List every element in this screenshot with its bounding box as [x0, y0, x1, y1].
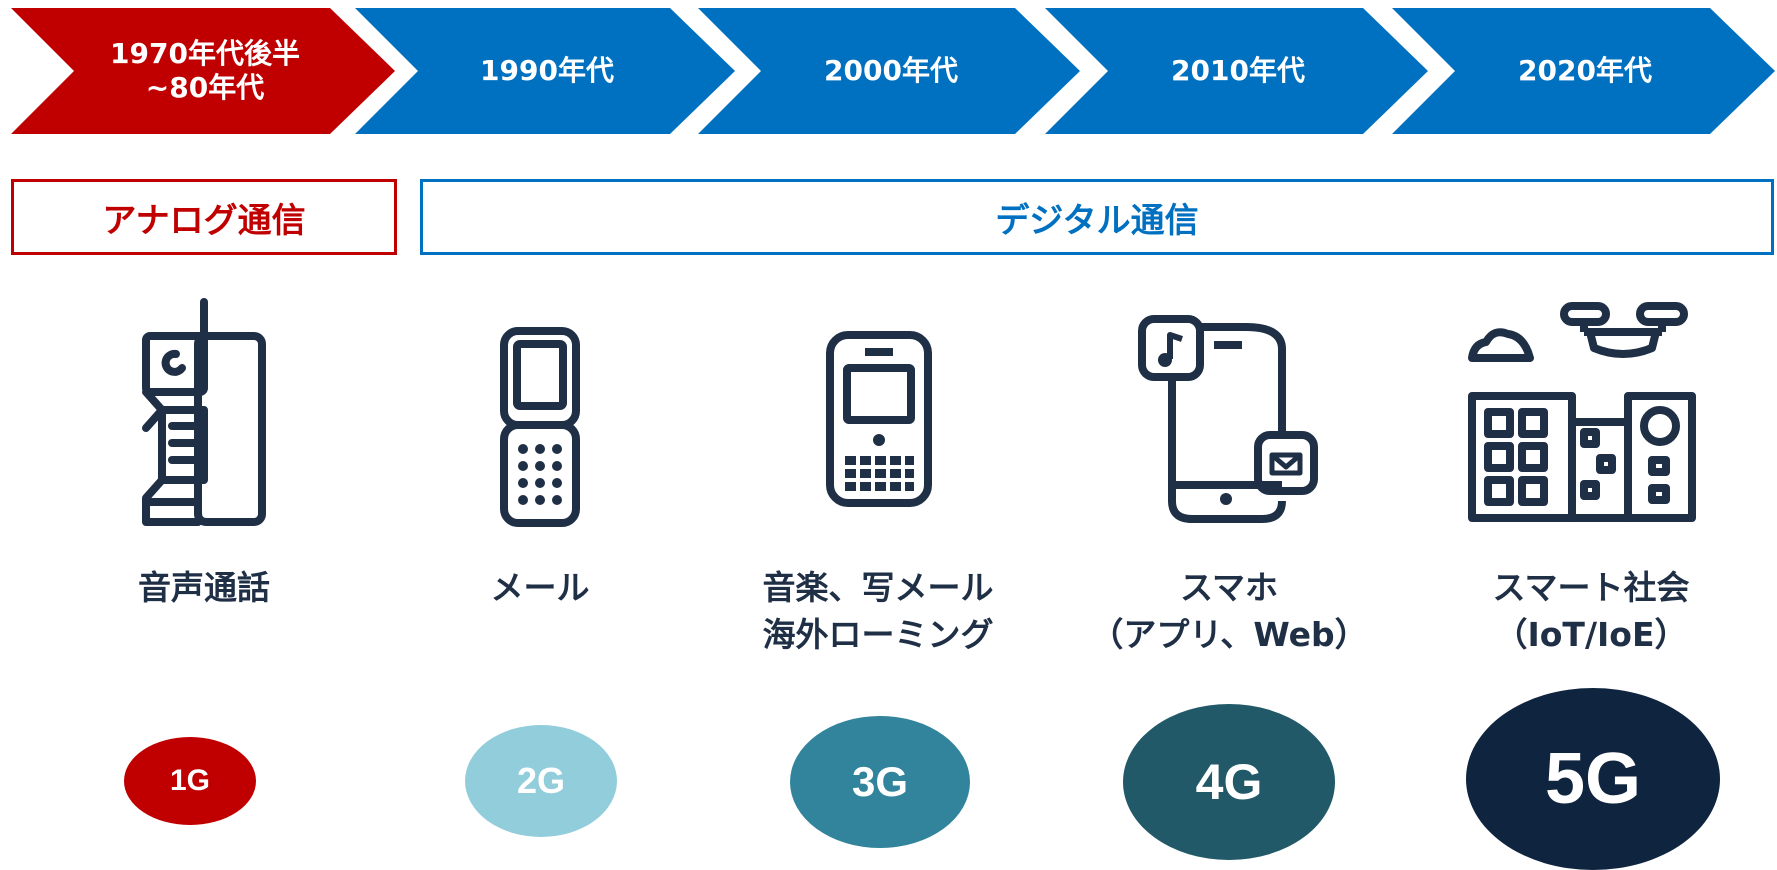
timeline-label-2010s: 2010年代: [1171, 54, 1305, 87]
chevron-1970s: [11, 8, 395, 134]
timeline-label-1990s: 1990年代: [480, 54, 614, 87]
caption-2g: メール: [490, 568, 590, 607]
caption-4g: スマホ （アプリ、Web）: [1090, 568, 1368, 654]
generation-badge-4g: 4G: [1123, 704, 1335, 860]
generation-badge-1g: 1G: [124, 737, 256, 825]
caption-3g: 音楽、写メール 海外ローミング: [762, 568, 994, 654]
caption-1g: 音声通話: [138, 568, 270, 607]
timeline-label-2000s: 2000年代: [824, 54, 958, 87]
era-digital-box: デジタル通信: [420, 179, 1774, 255]
generation-badge-5g: 5G: [1466, 688, 1720, 870]
generation-badge-3g: 3G: [790, 716, 970, 848]
smart-city-icon: [1468, 302, 1696, 522]
feature-phone-icon: [826, 331, 932, 507]
chevron-2010s: [1045, 8, 1428, 134]
chevron-2000s: [698, 8, 1080, 134]
timeline-chevrons: [11, 8, 1775, 134]
chevron-2020s: [1392, 8, 1775, 134]
chevron-1990s: [355, 8, 735, 134]
generation-badge-2g: 2G: [465, 725, 617, 837]
era-analog-box: アナログ通信: [11, 179, 397, 255]
timeline-label-1970s: 1970年代後半 ~80年代: [110, 37, 300, 104]
brick-phone-icon: [142, 298, 266, 526]
caption-5g: スマート社会 （IoT/IoE）: [1492, 568, 1690, 654]
timeline-label-2020s: 2020年代: [1518, 54, 1652, 87]
flip-phone-icon: [500, 327, 580, 527]
smartphone-icon: [1138, 315, 1318, 523]
